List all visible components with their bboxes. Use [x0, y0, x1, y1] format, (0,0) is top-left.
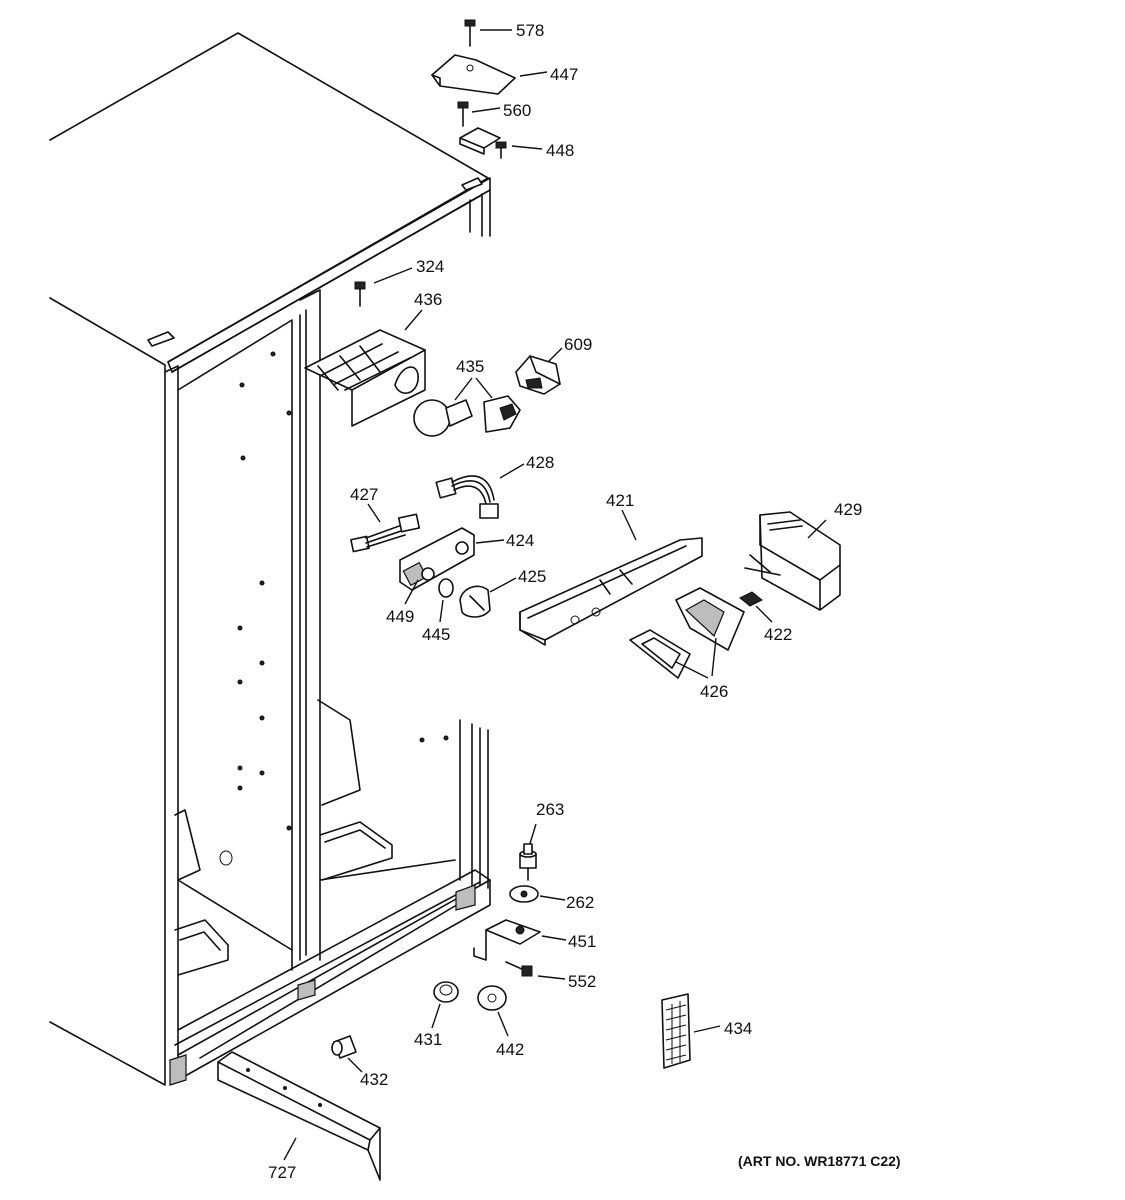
part-421-control-panel: [519, 509, 703, 646]
label-448: 448: [546, 141, 574, 160]
label-263: 263: [536, 800, 564, 819]
part-447-hinge-cover: [431, 54, 548, 95]
part-424-control-housing: [399, 527, 505, 591]
part-445-bushing: [438, 578, 454, 623]
label-429: 429: [834, 500, 862, 519]
art-number: (ART NO. WR18771 C22): [738, 1153, 901, 1169]
part-429-housing: [744, 511, 841, 611]
label-431: 431: [414, 1030, 442, 1049]
label-432: 432: [360, 1070, 388, 1089]
part-560-screw: [457, 101, 501, 127]
label-421: 421: [606, 491, 634, 510]
label-425: 425: [518, 567, 546, 586]
label-609: 609: [564, 335, 592, 354]
part-449-shaft: [404, 579, 419, 605]
label-426: 426: [700, 682, 728, 701]
label-424: 424: [506, 531, 534, 550]
part-428-wire-harness: [435, 463, 525, 519]
part-442-cap: [477, 985, 509, 1037]
label-435: 435: [456, 357, 484, 376]
label-727: 727: [268, 1163, 296, 1182]
part-451-bottom-hinge: [473, 919, 567, 961]
cabinet-body: [49, 32, 491, 1086]
part-431-plug: [431, 981, 459, 1029]
label-436: 436: [414, 290, 442, 309]
label-262: 262: [566, 893, 594, 912]
part-262-washer: [509, 885, 566, 903]
part-436-light-shield: [304, 309, 426, 427]
part-427-connector: [350, 503, 421, 553]
part-263-hinge-pin: [519, 823, 537, 881]
part-labels: 578 447 560 448 324 436 609 435 428 427 …: [268, 21, 901, 1182]
label-445: 445: [422, 625, 450, 644]
part-425-knob: [459, 577, 517, 618]
part-426-lens-frame: [629, 587, 745, 679]
label-442: 442: [496, 1040, 524, 1059]
label-578: 578: [516, 21, 544, 40]
part-727-base-grille: [217, 1051, 381, 1181]
part-422-clip: [739, 591, 773, 623]
part-552-screw: [505, 961, 566, 980]
part-435-bulb-and-socket: [413, 377, 521, 437]
label-447: 447: [550, 65, 578, 84]
label-422: 422: [764, 625, 792, 644]
part-324-screw: [354, 267, 413, 307]
part-432-bushing: [331, 1035, 363, 1073]
part-448-hinge: [459, 127, 543, 159]
label-434: 434: [724, 1019, 752, 1038]
label-552: 552: [568, 972, 596, 991]
label-451: 451: [568, 932, 596, 951]
part-434-grille: [661, 993, 721, 1069]
part-578-screw: [464, 19, 512, 47]
label-449: 449: [386, 607, 414, 626]
label-324: 324: [416, 257, 444, 276]
part-609-switch: [515, 347, 563, 395]
label-427: 427: [350, 485, 378, 504]
label-428: 428: [526, 453, 554, 472]
label-560: 560: [503, 101, 531, 120]
